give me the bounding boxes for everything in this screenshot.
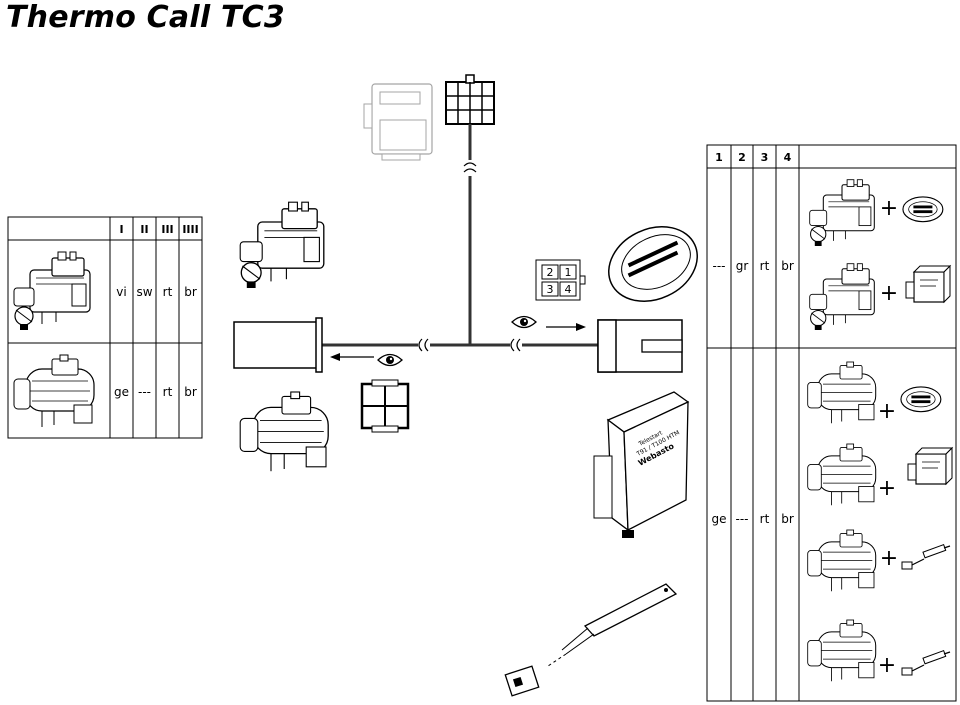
plus-icon: + — [880, 281, 898, 306]
plus-icon: + — [878, 653, 896, 678]
left-header-3: III — [161, 223, 173, 236]
wire-color-cell: rt — [163, 285, 173, 299]
telestart-module-icon: Telestart T91 / T100 HTM Webasto — [593, 391, 690, 538]
wire-color-cell: --- — [138, 385, 151, 399]
right-header-4: 4 — [784, 151, 792, 164]
heater-plus-remote-icon: + — [807, 361, 942, 424]
numbered-pin-connector: 2 1 3 4 — [535, 259, 586, 301]
bottom-4-pin-connector-icon — [360, 379, 410, 433]
heater-plus-remote-icon: + — [809, 179, 944, 247]
control-unit-icon — [363, 83, 433, 161]
remote-control-icon — [608, 226, 698, 302]
temperature-sensor-icon — [504, 583, 678, 697]
wire-color-cell: gr — [736, 259, 749, 273]
page-title: Thermo Call TC3 — [6, 0, 285, 35]
left-header-2: II — [140, 223, 148, 236]
plus-icon: + — [880, 196, 898, 221]
heater-plus-sensor-icon: + — [807, 529, 951, 592]
heater-unit-icon — [13, 251, 91, 331]
top-12-pin-connector-icon — [445, 74, 495, 125]
heater-unit-icon — [239, 391, 329, 472]
left-plug-connector-icon — [233, 317, 323, 373]
wire-color-cell: --- — [713, 259, 726, 273]
right-header-1: 1 — [715, 151, 723, 164]
pin-label: 2 — [547, 266, 554, 279]
wire-color-cell: br — [781, 512, 794, 526]
wire-color-cell: ge — [712, 512, 727, 526]
right-plug-connector-icon — [597, 319, 683, 373]
heater-unit-icon — [13, 354, 95, 428]
plus-icon: + — [880, 546, 898, 571]
heater-unit-icon — [239, 201, 325, 289]
arrow-right-icon — [546, 323, 586, 331]
left-color-table: I II III IIII vi sw rt br ge --- rt br — [7, 216, 203, 439]
wire-color-cell: vi — [116, 285, 126, 299]
heater-plus-timer-module-icon: + — [807, 443, 953, 506]
left-header-4: IIII — [182, 223, 198, 236]
pin-label: 3 — [547, 283, 554, 296]
wire-color-cell: rt — [760, 512, 770, 526]
wire-color-cell: ge — [114, 385, 129, 399]
arrow-left-icon — [330, 353, 374, 361]
wire-color-cell: sw — [136, 285, 152, 299]
right-header-3: 3 — [761, 151, 769, 164]
eye-icon — [377, 353, 403, 367]
wire-color-cell: --- — [736, 512, 749, 526]
heater-plus-sensor-icon: + — [807, 619, 951, 682]
wire-color-cell: rt — [760, 259, 770, 273]
eye-icon — [511, 315, 537, 329]
right-color-table: 1 2 3 4 --- gr rt br ge --- rt br + + + — [706, 144, 957, 702]
left-header-1: I — [119, 223, 123, 236]
pin-label: 1 — [565, 266, 572, 279]
plus-icon: + — [878, 476, 896, 501]
wire-color-cell: br — [184, 385, 197, 399]
heater-plus-timer-module-icon: + — [809, 263, 951, 331]
wire-color-cell: rt — [163, 385, 173, 399]
wire-harness — [322, 124, 600, 352]
right-header-2: 2 — [738, 151, 746, 164]
plus-icon: + — [878, 399, 896, 424]
wire-color-cell: br — [781, 259, 794, 273]
wire-color-cell: br — [184, 285, 197, 299]
pin-label: 4 — [565, 283, 572, 296]
